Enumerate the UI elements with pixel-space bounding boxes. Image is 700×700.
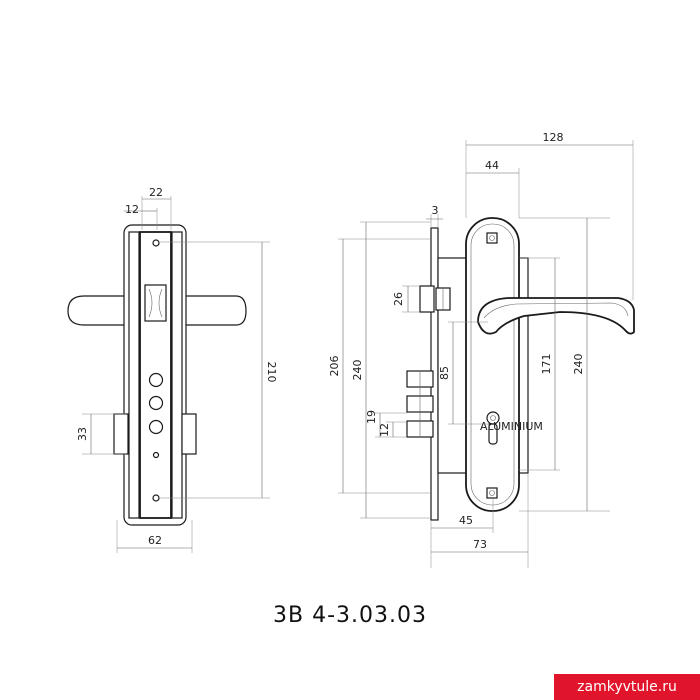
dim-12-front: 12 [378, 423, 391, 437]
dim-85: 85 [438, 366, 451, 380]
dim-206: 206 [328, 356, 341, 377]
dim-128: 128 [543, 131, 564, 144]
front-screw-bottom [486, 487, 498, 499]
dim-62: 62 [148, 534, 162, 547]
dim-12-top: 12 [125, 203, 139, 216]
dim-240-left: 240 [351, 360, 364, 381]
side-view: 22 12 210 33 62 [67, 186, 278, 553]
handle-label: ALUMINIUM [480, 420, 543, 433]
front-escutcheon [465, 217, 520, 512]
side-cylinder-left [113, 413, 129, 455]
dim-44: 44 [485, 159, 499, 172]
side-cylinder-right [181, 413, 197, 455]
side-latch [144, 284, 167, 322]
dim-73: 73 [473, 538, 487, 551]
dim-240-right: 240 [572, 354, 585, 375]
model-title: 3В 4-3.03.03 [273, 603, 427, 628]
side-escutcheon-left [128, 231, 140, 519]
front-screw-top [486, 232, 498, 244]
dim-19: 19 [365, 410, 378, 424]
side-screw-bottom [152, 494, 160, 502]
front-latch [419, 285, 435, 313]
dim-33: 33 [76, 427, 89, 441]
dim-210: 210 [265, 362, 278, 383]
side-bolt-1 [148, 372, 164, 388]
side-screw-middle [152, 451, 160, 459]
dim-3: 3 [432, 204, 439, 217]
front-cylinder [486, 411, 500, 445]
dim-22: 22 [149, 186, 163, 199]
dim-26: 26 [392, 292, 405, 306]
side-screw-top [152, 239, 160, 247]
side-bolt-3 [148, 419, 164, 435]
front-view: ALUMINIUM 128 44 3 26 206 240 [328, 131, 635, 568]
side-escutcheon-right [171, 231, 183, 519]
side-bolt-2 [148, 395, 164, 411]
front-lever-handle [477, 297, 635, 335]
dim-171: 171 [540, 354, 553, 375]
site-watermark[interactable]: zamkyvtule.ru [554, 674, 700, 700]
dim-45: 45 [459, 514, 473, 527]
